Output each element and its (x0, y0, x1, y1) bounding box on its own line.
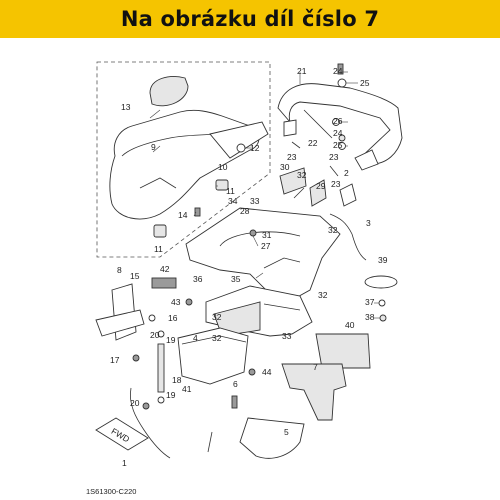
callout: 20 (150, 330, 160, 340)
callout: 3 (366, 218, 371, 228)
callout: 5 (284, 427, 289, 437)
callout: 23 (331, 179, 341, 189)
callout: 18 (172, 375, 182, 385)
guard-5 (239, 417, 305, 459)
callout: 32 (297, 170, 307, 180)
rear-panel-7 (281, 363, 347, 421)
damper-11 (153, 179, 229, 238)
callout: 21 (297, 66, 307, 76)
callout: 28 (240, 206, 250, 216)
callout: 17 (110, 355, 120, 365)
parts-diagram: FWD 1S61300-C220 1 2 3 4 5 6 7 8 9 10 11… (86, 61, 403, 496)
callout: 33 (250, 196, 260, 206)
bracket-15 (95, 283, 156, 341)
callout: 44 (262, 367, 272, 377)
callout: 24 (333, 66, 343, 76)
callout: 20 (130, 398, 140, 408)
bolt-12 (236, 143, 246, 153)
callout: 24 (333, 128, 343, 138)
leader-lines (149, 71, 380, 319)
callout: 32 (212, 312, 222, 322)
lower-box (205, 285, 313, 337)
callout: 23 (287, 152, 297, 162)
gas-damper (132, 330, 165, 410)
callout: 29 (316, 181, 326, 191)
bolt-14 (194, 207, 201, 217)
callout: 33 (282, 331, 292, 341)
callout: 39 (378, 255, 388, 265)
callout: 35 (231, 274, 241, 284)
callout: 2 (344, 168, 349, 178)
callout: 32 (318, 290, 328, 300)
title-banner: Na obrázku díl číslo 7 (0, 0, 500, 38)
fasteners-36-37 (378, 299, 387, 322)
belt-38 (364, 275, 398, 289)
callout: 42 (160, 264, 170, 274)
bolt-43 (248, 368, 256, 376)
bracket-29-30 (279, 167, 357, 207)
callout: 6 (233, 379, 238, 389)
callout: 37 (365, 297, 375, 307)
callout: 31 (262, 230, 272, 240)
callout: 36 (193, 274, 203, 284)
pad-39 (315, 333, 371, 369)
cable-1 (129, 387, 171, 459)
storage-box (185, 207, 341, 301)
callout: 19 (166, 390, 176, 400)
callout: 11 (154, 244, 163, 254)
callout: 12 (250, 143, 260, 153)
callout: 27 (261, 241, 271, 251)
callout: 13 (121, 102, 131, 112)
stud-6 (207, 431, 213, 453)
rod-22 (303, 109, 333, 139)
label-41 (151, 277, 177, 289)
rods-23 (291, 141, 339, 199)
callout: 34 (228, 196, 238, 206)
seat (109, 76, 269, 220)
callout: 22 (308, 138, 318, 148)
callout: 11 (226, 186, 235, 196)
callout: 8 (117, 265, 122, 275)
callout: 9 (151, 142, 156, 152)
banner-title: Na obrázku díl číslo 7 (120, 7, 380, 31)
callout: 41 (182, 384, 192, 394)
callout: 7 (313, 362, 318, 372)
callout: 10 (218, 162, 228, 172)
callout: 32 (328, 225, 338, 235)
callout: 23 (329, 152, 339, 162)
callout: 32 (212, 333, 222, 343)
bolt-42 (185, 298, 193, 306)
fwd-arrow: FWD (95, 417, 149, 451)
callout: 26 (333, 116, 343, 126)
callout: 25 (333, 140, 343, 150)
drawing-code: 1S61300-C220 (86, 487, 136, 496)
bolt-31 (249, 229, 257, 237)
callout: 25 (360, 78, 370, 88)
cable-3 (329, 213, 367, 261)
callout-numbers: 1 2 3 4 5 6 7 8 9 10 11 11 12 13 14 15 1… (110, 66, 388, 468)
callout: 15 (130, 271, 140, 281)
seat-group-outline (96, 61, 271, 258)
callout: 30 (280, 162, 290, 172)
callout: 40 (345, 320, 355, 330)
callout: 14 (178, 210, 188, 220)
fasteners-24-26 (332, 63, 347, 150)
callout: 4 (193, 333, 198, 343)
callout: 1 (122, 458, 127, 468)
bolt-6 (231, 395, 238, 409)
callout: 43 (171, 297, 181, 307)
callout: 16 (168, 313, 178, 323)
callout: 38 (365, 312, 375, 322)
callout: 19 (166, 335, 176, 345)
battery-box (177, 327, 249, 385)
grab-rail (277, 83, 403, 171)
